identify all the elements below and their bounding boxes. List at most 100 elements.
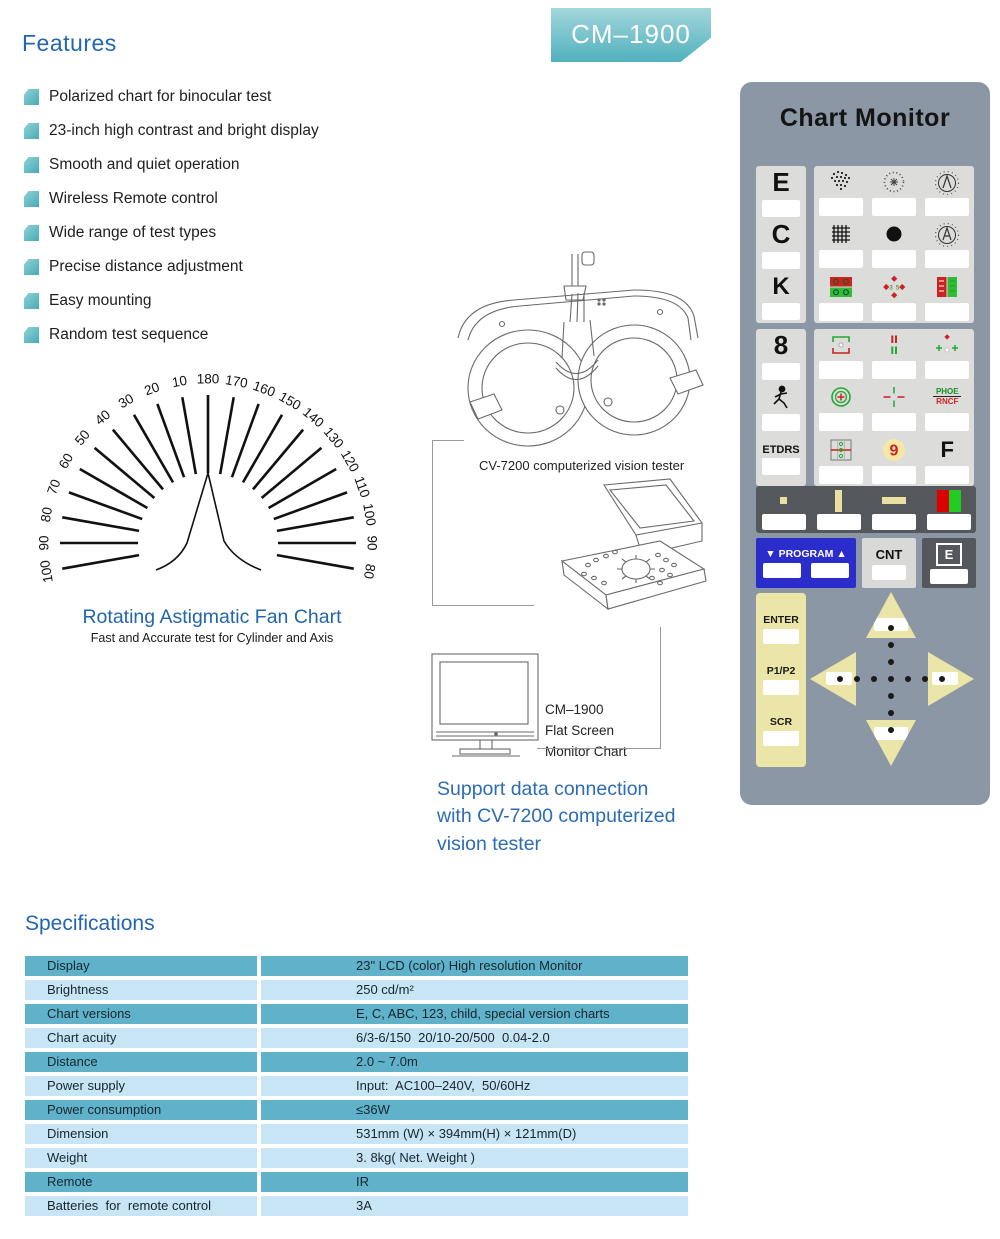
fan-ray: [251, 428, 305, 491]
key-frame-dot: [814, 329, 867, 381]
fan-axis-label: 80: [38, 506, 55, 523]
feature-item: Smooth and quiet operation: [24, 148, 424, 182]
remote-button: [871, 513, 916, 530]
svg-text:3: 3: [889, 285, 893, 291]
remote-button: [762, 252, 800, 270]
feature-text: Wide range of test types: [49, 224, 217, 241]
spec-value: ≤36W: [261, 1100, 688, 1120]
spec-label: Power consumption: [25, 1100, 257, 1120]
fan-axis-label: 170: [224, 372, 249, 391]
letter-key-strip-1: E C K: [756, 166, 806, 323]
spec-value: 3. 8kg( Net. Weight ): [261, 1148, 688, 1168]
key-number-9: 9: [867, 434, 920, 486]
dpad-dot: [888, 710, 894, 716]
cross-gap-icon: [879, 383, 909, 411]
svg-text:5: 5: [896, 285, 900, 291]
spec-value: 531mm (W) × 394mm(H) × 121mm(D): [261, 1124, 688, 1144]
connector-line: [537, 748, 661, 749]
spec-label: Batteries for remote control: [25, 1196, 257, 1216]
fan-axis-label: 130: [321, 424, 347, 451]
fan-axis-label: 70: [44, 477, 63, 496]
dpad-dot: [939, 676, 945, 682]
spec-label: Distance: [25, 1052, 257, 1072]
dot-mask-icon: [780, 490, 787, 512]
remote-button: [925, 302, 970, 321]
dpad-dot: [888, 642, 894, 648]
fan-ray: [276, 553, 354, 570]
fan-axis-label: 100: [360, 502, 379, 527]
program-label: ▼ PROGRAM ▲: [765, 548, 847, 560]
fan-ray: [267, 467, 337, 510]
feature-bullet-icon: [24, 157, 39, 173]
dpad-dot: [888, 659, 894, 665]
feature-bullet-icon: [24, 293, 39, 309]
function-key-column: ENTER P1/P2 SCR: [756, 593, 806, 767]
black-dot-icon: [879, 220, 909, 248]
key-child-chart: [756, 381, 806, 433]
remote-button: [818, 302, 863, 321]
spec-value: 23" LCD (color) High resolution Monitor: [261, 956, 688, 976]
feature-bullet-icon: [24, 191, 39, 207]
feature-bullet-icon: [24, 89, 39, 105]
key-cross-gap: [867, 381, 920, 433]
fan-axis-label: 160: [251, 378, 277, 400]
feature-text: Easy mounting: [49, 292, 152, 309]
feature-item: Wireless Remote control: [24, 182, 424, 216]
remote-button: [926, 513, 971, 530]
key-dot-mask: [756, 486, 811, 533]
dpad-dot: [888, 676, 894, 682]
key-clock-dial: [867, 166, 920, 218]
remote-button: [763, 680, 799, 695]
feature-text: Polarized chart for binocular test: [49, 88, 272, 105]
dpad-dot: [905, 676, 911, 682]
horizontal-bar-icon: [881, 490, 906, 512]
fan-ray: [276, 516, 354, 533]
circle-cross-icon: [826, 383, 856, 411]
fan-chart-title: Rotating Astigmatic Fan Chart: [82, 606, 342, 628]
arrow-right-key: [928, 652, 974, 706]
support-text: Support data connection with CV-7200 com…: [437, 778, 676, 855]
remote-button: [818, 413, 863, 432]
fan-chart-subtitle: Fast and Accurate test for Cylinder and …: [90, 631, 334, 645]
remote-button: [871, 465, 916, 484]
key-dots-crosses: [921, 329, 974, 381]
remote-button: [925, 413, 970, 432]
remote-button: [871, 361, 916, 379]
connector-line: [432, 440, 433, 606]
key-duochrome: [921, 271, 974, 323]
monitor-label: CM–1900 Flat Screen Monitor Chart: [545, 702, 627, 759]
remote-button: [925, 465, 970, 484]
remote-button: [761, 513, 806, 530]
fan-chart-svg: 8090100110120130140150160170180102030405…: [37, 372, 380, 584]
spec-label: Chart acuity: [25, 1028, 257, 1048]
remote-button: [925, 250, 970, 269]
feature-item: Wide range of test types: [24, 216, 424, 250]
features-title: Features: [22, 30, 117, 56]
connector-line: [432, 440, 464, 441]
remote-button: [763, 629, 799, 644]
fan-axis-label: 180: [197, 372, 220, 387]
red-green-icon: [936, 489, 961, 512]
key-horizontal-mask: [866, 486, 921, 533]
feature-item: Random test sequence: [24, 318, 424, 352]
fan-ray: [62, 553, 140, 570]
program-key: ▼ PROGRAM ▲: [756, 538, 856, 588]
dots-crosses-icon: [932, 331, 962, 359]
fan-ray: [132, 414, 175, 484]
chart-monitor-remote-panel: Chart Monitor E C K: [740, 82, 990, 805]
fan-ray: [62, 516, 140, 533]
phoe-rncf-icon: PHOE RNCF: [933, 383, 962, 411]
remote-title: Chart Monitor: [779, 104, 951, 132]
fan-axis-label: 60: [56, 451, 77, 472]
connector-line: [432, 605, 534, 606]
boxed-e-icon: E: [936, 542, 962, 566]
spec-row: Power consumption≤36W: [25, 1100, 688, 1120]
remote-button: [763, 731, 799, 746]
fan-axis-label: 150: [276, 389, 303, 413]
